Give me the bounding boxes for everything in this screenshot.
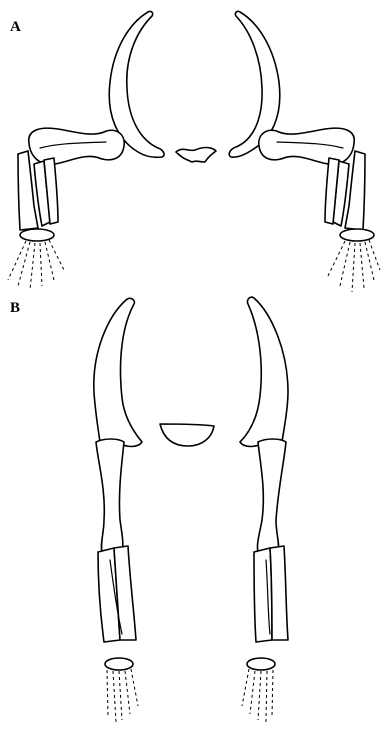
panel-label-b: B [10, 301, 20, 316]
panel-a-left-humerus [18, 151, 38, 230]
panel-b-right-humerus [257, 439, 286, 552]
panel-b-central-element [160, 424, 214, 446]
panel-b-skeleton [94, 297, 288, 722]
panel-b-right-digits [242, 669, 273, 722]
panel-b-right-carpal [247, 658, 275, 670]
panel-b-left-clavicle [94, 298, 142, 446]
panel-b-left-digits [107, 669, 138, 722]
panel-a-right-scapula [259, 128, 354, 164]
panel-b-left-carpal [105, 658, 133, 670]
panel-a-right-humerus [345, 151, 365, 230]
panel-b-right-ulna [270, 546, 288, 640]
panel-a-skeleton [8, 11, 380, 292]
panel-a-left-scapula [29, 128, 124, 164]
panel-a-right-digits [328, 240, 380, 292]
panel-a-left-carpal [20, 229, 54, 241]
panel-b-right-clavicle [240, 297, 288, 446]
panel-a-right-carpal [340, 229, 374, 241]
panel-a-left-digits [8, 240, 64, 290]
panel-a-central-element [176, 148, 216, 163]
panel-label-a: A [10, 20, 21, 35]
panel-b-left-humerus [96, 439, 124, 552]
